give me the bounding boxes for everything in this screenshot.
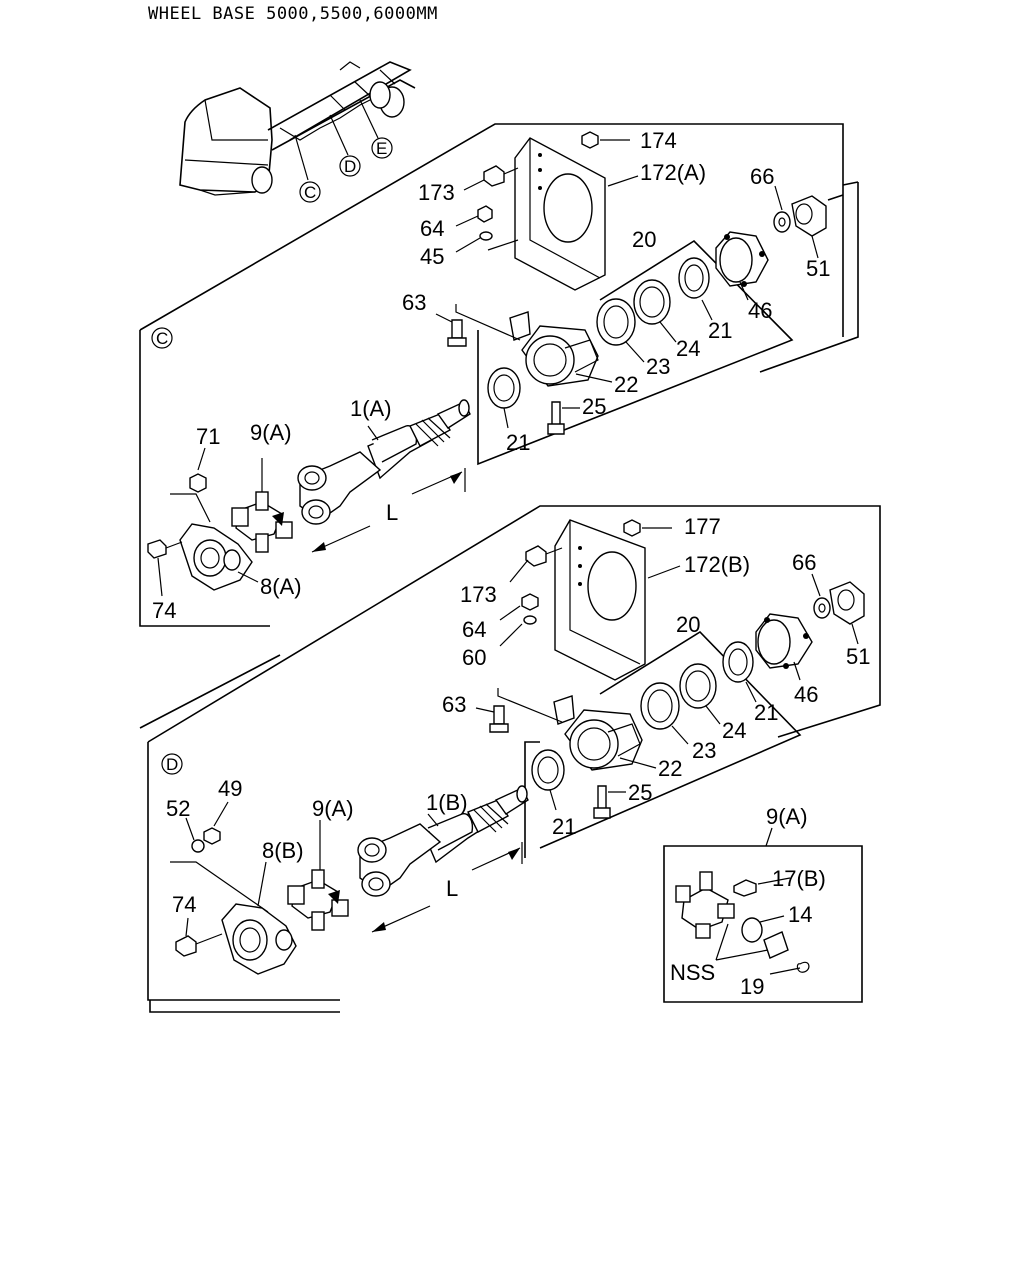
label-8a: 8(A): [260, 574, 302, 599]
section-d-marker-label: D: [166, 755, 178, 774]
label-25b: 25: [628, 780, 652, 805]
label-23: 23: [646, 354, 670, 379]
label-20b: 20: [676, 612, 700, 637]
label-66b: 66: [792, 550, 816, 575]
callout-c: C: [299, 181, 321, 203]
label-45: 45: [420, 244, 444, 269]
svg-text:C: C: [304, 183, 316, 202]
label-1b: 1(B): [426, 790, 468, 815]
label-22: 22: [614, 372, 638, 397]
label-66: 66: [750, 164, 774, 189]
detail-title: 9(A): [766, 804, 808, 829]
label-46: 46: [748, 298, 772, 323]
label-174: 174: [640, 128, 677, 153]
label-52: 52: [166, 796, 190, 821]
label-63b: 63: [442, 692, 466, 717]
label-24: 24: [676, 336, 700, 361]
svg-text:D: D: [344, 157, 356, 176]
label-74b: 74: [172, 892, 196, 917]
label-14: 14: [788, 902, 812, 927]
label-22b: 22: [658, 756, 682, 781]
label-9a-d: 9(A): [312, 796, 354, 821]
section-c: C: [139, 123, 859, 627]
label-21b: 21: [506, 430, 530, 455]
label-74: 74: [152, 598, 176, 623]
label-64b: 64: [462, 617, 486, 642]
label-64: 64: [420, 216, 444, 241]
label-19: 19: [740, 974, 764, 999]
callout-d: D: [339, 155, 361, 177]
label-173: 173: [418, 180, 455, 205]
label-9a: 9(A): [250, 420, 292, 445]
label-51: 51: [806, 256, 830, 281]
label-24b: 24: [722, 718, 746, 743]
section-d-marker: [161, 753, 183, 775]
label-46b: 46: [794, 682, 818, 707]
truck-sketch: C D E: [179, 61, 416, 203]
label-173b: 173: [460, 582, 497, 607]
label-60: 60: [462, 645, 486, 670]
label-49: 49: [218, 776, 242, 801]
label-23b: 23: [692, 738, 716, 763]
label-L: L: [386, 500, 398, 525]
label-8b: 8(B): [262, 838, 304, 863]
label-1a: 1(A): [350, 396, 392, 421]
section-c-marker: [151, 327, 173, 349]
label-25: 25: [582, 394, 606, 419]
label-L-d: L: [446, 876, 458, 901]
label-21d: 21: [552, 814, 576, 839]
label-21c: 21: [754, 700, 778, 725]
label-51b: 51: [846, 644, 870, 669]
label-20: 20: [632, 227, 656, 252]
section-d: D: [139, 505, 881, 1013]
svg-text:E: E: [376, 139, 387, 158]
callout-e: E: [371, 137, 393, 159]
label-17b: 17(B): [772, 866, 826, 891]
section-c-marker-label: C: [156, 329, 168, 348]
label-nss: NSS: [670, 960, 715, 985]
detail-9a: 9(A) 17(B) 14 NSS 19: [663, 804, 863, 1003]
label-71: 71: [196, 424, 220, 449]
page-title: WHEEL BASE 5000,5500,6000MM: [148, 4, 438, 24]
label-21a: 21: [708, 318, 732, 343]
label-172b: 172(B): [684, 552, 750, 577]
label-177: 177: [684, 514, 721, 539]
label-63: 63: [402, 290, 426, 315]
label-172a: 172(A): [640, 160, 706, 185]
